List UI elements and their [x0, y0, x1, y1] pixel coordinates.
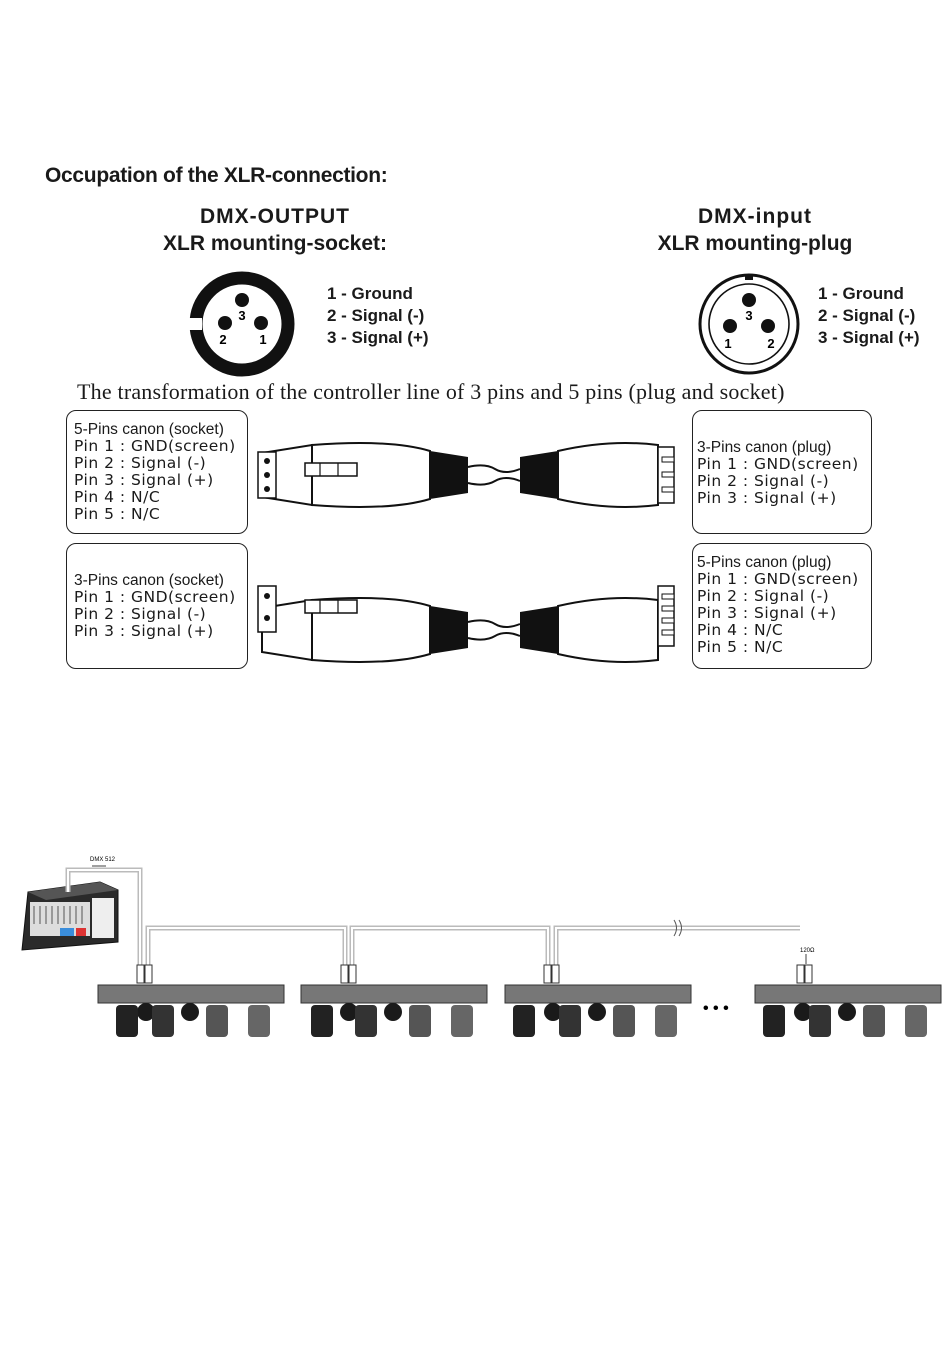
pin-desc: 1 - Ground	[818, 284, 904, 303]
adapter-cable-1	[257, 442, 675, 508]
socket-pin-label: 2	[219, 332, 226, 347]
pin-desc: 1 - Ground	[327, 284, 413, 303]
input-subtitle: XLR mounting-plug	[657, 232, 853, 255]
light-bar	[504, 984, 692, 1037]
light-bar	[300, 984, 488, 1037]
callout-line: Pin 1 : GND(screen)	[697, 570, 859, 588]
adapter1-right-callout: 3-Pins canon (plug) Pin 1 : GND(screen) …	[692, 410, 872, 534]
output-header: DMX-OUTPUT XLR mounting-socket:	[130, 203, 420, 257]
xlr-socket-icon: 3 2 1	[186, 271, 295, 377]
transformation-title: The transformation of the controller lin…	[77, 379, 785, 404]
pin-desc: 2 - Signal (-)	[327, 306, 425, 325]
callout-line: Pin 1 : GND(screen)	[74, 588, 236, 606]
callout-heading: 3-Pins canon (plug)	[697, 439, 832, 456]
adapter2-right-callout: 5-Pins canon (plug) Pin 1 : GND(screen) …	[692, 543, 872, 669]
callout-line: Pin 2 : Signal (-)	[74, 605, 207, 623]
adapter2-left-callout: 3-Pins canon (socket) Pin 1 : GND(screen…	[66, 543, 248, 669]
input-pin-list: 1 - Ground 2 - Signal (-) 3 - Signal (+)	[818, 283, 920, 349]
socket-pin-label: 1	[259, 332, 266, 347]
callout-line: Pin 3 : Signal (+)	[74, 471, 214, 489]
output-title: DMX-OUTPUT	[200, 205, 350, 228]
dmx-wiring-diagram: DMX 512 120Ω	[21, 857, 942, 1037]
dmx-label: DMX 512	[90, 857, 116, 863]
callout-line: Pin 1 : GND(screen)	[74, 437, 236, 455]
callout-line: Pin 3 : Signal (+)	[74, 622, 214, 640]
output-pin-list: 1 - Ground 2 - Signal (-) 3 - Signal (+)	[327, 283, 429, 349]
adapter-cables-illustration	[257, 442, 675, 663]
callout-line: Pin 2 : Signal (-)	[697, 472, 830, 490]
callout-heading: 5-Pins canon (plug)	[697, 554, 832, 571]
callout-line: Pin 4 : N/C	[697, 621, 784, 639]
socket-pin-label: 3	[238, 308, 245, 323]
callout-line: Pin 5 : N/C	[74, 505, 161, 523]
more-units-ellipsis: • • •	[703, 1000, 729, 1017]
plug-pin-label: 2	[767, 336, 774, 351]
callout-line: Pin 2 : Signal (-)	[697, 587, 830, 605]
plug-pin-label: 3	[745, 308, 752, 323]
callout-line: Pin 3 : Signal (+)	[697, 604, 837, 622]
light-bar	[754, 984, 942, 1037]
terminator-label: 120Ω	[800, 948, 815, 954]
callout-line: Pin 4 : N/C	[74, 488, 161, 506]
pin-desc: 2 - Signal (-)	[818, 306, 916, 325]
light-bar	[97, 984, 285, 1037]
adapter-cable-2	[257, 585, 675, 663]
pin-desc: 3 - Signal (+)	[818, 328, 920, 347]
callout-line: Pin 3 : Signal (+)	[697, 489, 837, 507]
callout-line: Pin 1 : GND(screen)	[697, 455, 859, 473]
adapter1-left-callout: 5-Pins canon (socket) Pin 1 : GND(screen…	[66, 410, 248, 534]
output-subtitle: XLR mounting-socket:	[163, 232, 387, 255]
pin-desc: 3 - Signal (+)	[327, 328, 429, 347]
callout-heading: 5-Pins canon (socket)	[74, 421, 224, 438]
dmx-controller-icon	[21, 881, 119, 951]
callout-line: Pin 2 : Signal (-)	[74, 454, 207, 472]
callout-line: Pin 5 : N/C	[697, 638, 784, 656]
input-header: DMX-input XLR mounting-plug	[610, 203, 900, 257]
callout-heading: 3-Pins canon (socket)	[74, 572, 224, 589]
xlr-plug-icon: 3 1 2	[698, 273, 800, 375]
section-title: Occupation of the XLR-connection:	[45, 164, 388, 187]
input-title: DMX-input	[698, 205, 812, 228]
plug-pin-label: 1	[724, 336, 731, 351]
